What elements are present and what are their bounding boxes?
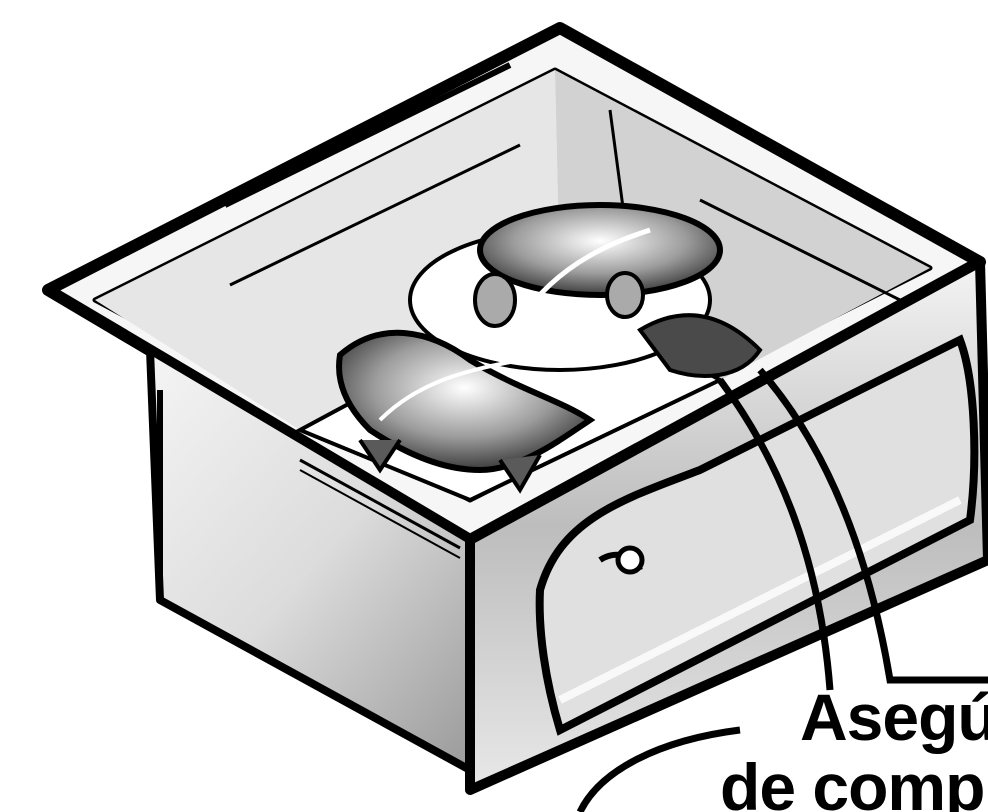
- caption-line-2: de comp: [720, 752, 984, 812]
- caption-line-1: Asegúr: [800, 682, 988, 752]
